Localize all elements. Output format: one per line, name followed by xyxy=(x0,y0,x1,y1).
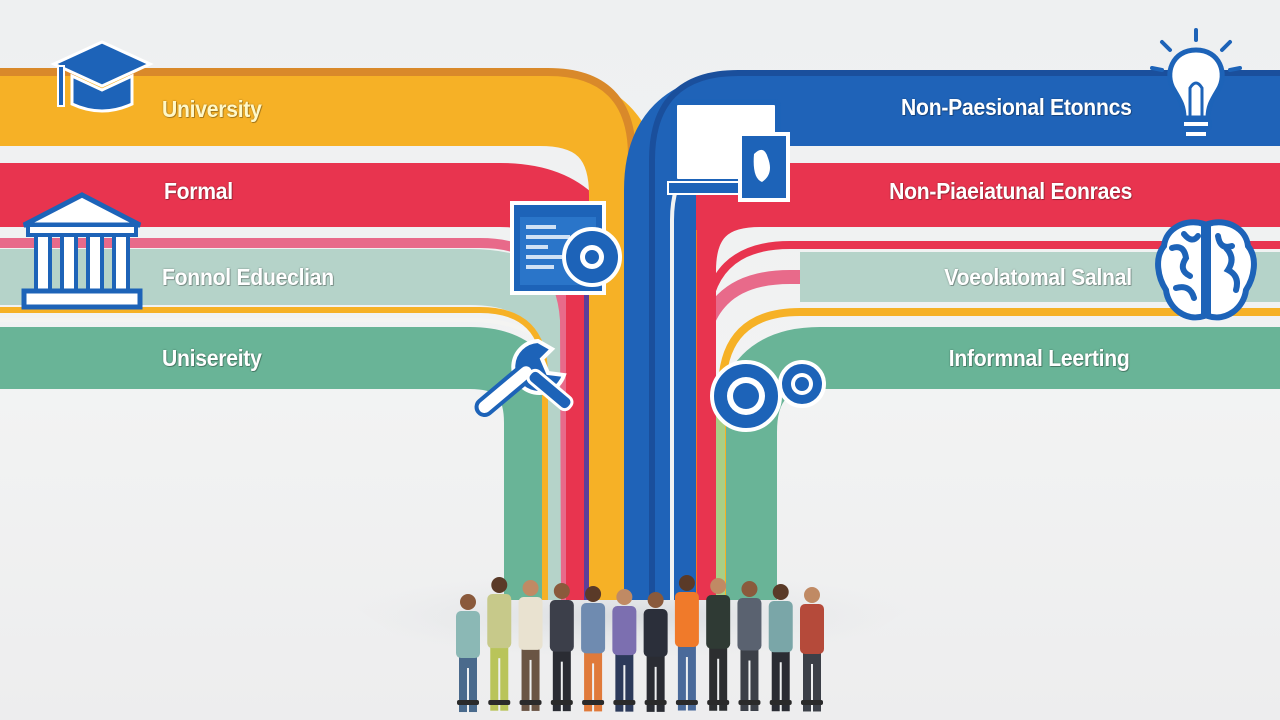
track-label-university-bottom: Unisereity xyxy=(162,345,262,371)
people-group xyxy=(456,575,824,715)
track-label-formal-education: Fonnol Edueclian xyxy=(162,264,334,290)
track-label-non-professional-courses: Non-Piaeiatunal Eonraes xyxy=(889,178,1132,204)
person xyxy=(768,584,793,714)
gears-icon xyxy=(710,360,826,432)
person xyxy=(706,578,731,713)
person xyxy=(612,589,637,714)
person xyxy=(800,587,824,714)
person xyxy=(737,581,762,713)
person xyxy=(487,577,512,713)
classical-building-icon xyxy=(21,192,143,310)
left-track-teal xyxy=(0,249,600,600)
track-label-vocational-school: Voeolatomal Salnal xyxy=(944,264,1133,290)
person xyxy=(518,580,543,713)
person xyxy=(643,592,668,714)
right-track-blue-edge xyxy=(649,70,1280,600)
wrench-tools-icon xyxy=(474,338,574,417)
person xyxy=(674,575,699,713)
person xyxy=(549,583,574,714)
laptop-book-icon xyxy=(667,99,790,202)
right-track-pink xyxy=(693,270,1280,600)
track-label-informal-learning: Informnal Leerting xyxy=(949,345,1130,371)
track-label-university-top: University xyxy=(162,96,262,122)
person xyxy=(456,594,480,715)
left-track-green xyxy=(0,327,566,600)
track-label-non-professional-education: Non-Paesional Etonncs xyxy=(901,94,1132,120)
person xyxy=(581,586,606,714)
graduation-cap-icon xyxy=(50,40,154,113)
web-page-gear-icon xyxy=(510,201,622,295)
left-tracks xyxy=(0,68,661,601)
lightbulb-icon xyxy=(1150,28,1242,140)
right-track-green xyxy=(715,327,1280,600)
track-label-formal: Formal xyxy=(164,178,233,204)
brain-icon xyxy=(1155,219,1257,321)
